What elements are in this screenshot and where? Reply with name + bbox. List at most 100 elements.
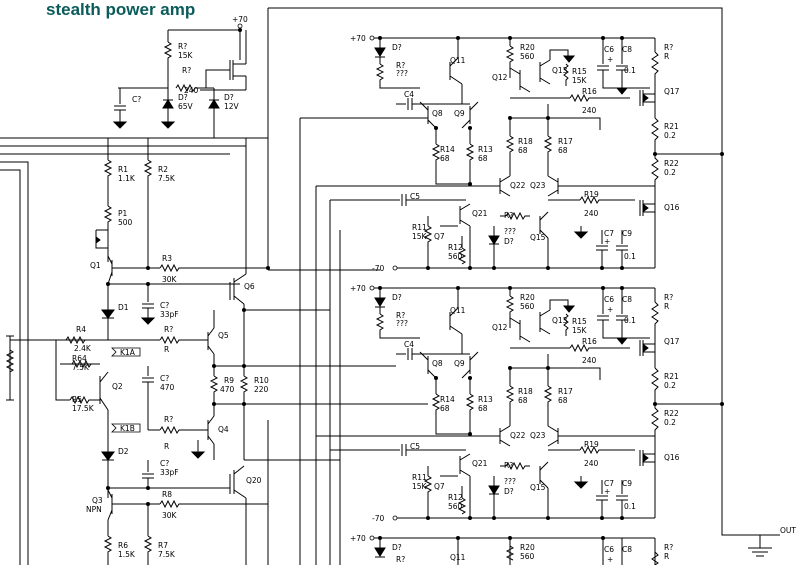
page-title: stealth power amp	[46, 0, 196, 19]
s3-q11: Q11	[450, 553, 466, 562]
driver-labels: +70 R? 15K R? 240 C? D? 65V D? 12V R1 1.…	[72, 15, 796, 559]
label-q4: Q4	[218, 425, 229, 434]
s2-r16-b: 240	[582, 356, 597, 365]
s2-r20-b: 560	[520, 302, 535, 311]
stage-1-labels: +70 -70 D? R? ??? Q11 Q12 Q13 R20 560 R1…	[350, 34, 680, 273]
s2-q23: Q23	[530, 431, 546, 440]
s2-r21-a: R21	[664, 372, 679, 381]
label-r9-b: 470	[220, 385, 235, 394]
label-rq-240-a: R?	[182, 66, 191, 75]
label-c33-a: C?	[160, 301, 169, 310]
label-cq: C?	[132, 95, 141, 104]
label-q3-b: NPN	[86, 505, 102, 514]
s1-d: D?	[392, 43, 402, 52]
s3-vp: +70	[350, 534, 366, 543]
label-d12-b: 12V	[224, 102, 240, 111]
s1-q13: Q13	[552, 66, 568, 75]
s1-q15: Q15	[530, 233, 546, 242]
s3-c8: C8	[622, 545, 632, 554]
label-r8-b: 30K	[162, 511, 178, 520]
s1-c7-plus: +	[604, 237, 610, 246]
label-rq-15k-a: R?	[178, 42, 187, 51]
label-d65-b: 65V	[178, 102, 194, 111]
s1-r17-b: 68	[558, 146, 568, 155]
s1-r19-b: 240	[584, 209, 599, 218]
s1-c8: C8	[622, 45, 632, 54]
label-vcc-top: +70	[232, 15, 248, 24]
s1-c7: C7	[604, 229, 614, 238]
label-r6-b: 1.5K	[118, 550, 136, 559]
s1-r11-b: 15K	[412, 232, 428, 241]
label-c470-b: 470	[160, 383, 175, 392]
s2-q21: Q21	[472, 459, 488, 468]
s2-q12: Q12	[492, 323, 508, 332]
label-r10-a: R10	[254, 376, 269, 385]
s1-r15-a: R15	[572, 67, 587, 76]
s1-c9-b: 0.1	[624, 252, 636, 261]
s2-rr-b: R	[664, 302, 669, 311]
s2-c4: C4	[404, 340, 414, 349]
label-r7-a: R7	[158, 541, 168, 550]
s3-r20-b: 560	[520, 552, 535, 561]
output-stage-3-partial	[369, 535, 659, 565]
label-r6-a: R6	[118, 541, 128, 550]
s2-r19-b: 240	[584, 459, 599, 468]
label-r2-a: R2	[158, 165, 168, 174]
s2-q15: Q15	[530, 483, 546, 492]
label-r4-b: 2.4K	[74, 344, 92, 353]
stage-3-labels: +70 D? R? Q11 R20 560 C6 + C8 R? R	[350, 534, 673, 564]
s3-rqq-a: R?	[396, 555, 405, 564]
s2-rq2-b: ???	[504, 477, 516, 486]
label-d1: D1	[118, 303, 129, 312]
driver-section	[0, 7, 780, 565]
label-r5-a: R5	[72, 395, 82, 404]
s2-r20-a: R20	[520, 293, 535, 302]
label-r3-b: 30K	[162, 275, 178, 284]
s1-r19-a: R19	[584, 190, 599, 199]
s1-q16: Q16	[664, 203, 680, 212]
s2-r22-a: R22	[664, 409, 679, 418]
s1-q8: Q8	[432, 109, 443, 118]
s1-rq2-b: ???	[504, 227, 516, 236]
s1-q17: Q17	[664, 87, 680, 96]
s1-d2: D?	[504, 237, 514, 246]
s2-r13-b: 68	[478, 404, 488, 413]
s2-r14-b: 68	[440, 404, 450, 413]
s1-q9: Q9	[454, 109, 465, 118]
label-d12-a: D?	[224, 93, 234, 102]
s2-r11-b: 15K	[412, 482, 428, 491]
stage-2-labels: +70 -70 D? R? ??? Q11 Q12 Q13 R20 560 R1…	[350, 284, 680, 523]
s3-d: D?	[392, 543, 402, 552]
label-r4-a: R4	[76, 325, 86, 334]
s2-c5: C5	[410, 442, 420, 451]
label-d65-a: D?	[178, 93, 188, 102]
s1-q21: Q21	[472, 209, 488, 218]
label-p1-a: P1	[118, 209, 128, 218]
s2-r13-a: R13	[478, 395, 493, 404]
s1-c4: C4	[404, 90, 414, 99]
label-k1b: K1B	[120, 424, 135, 433]
s3-rr-a: R?	[664, 543, 673, 552]
label-r5-b: 17.5K	[72, 404, 95, 413]
s1-q7: Q7	[434, 232, 445, 241]
s2-r21-b: 0.2	[664, 381, 676, 390]
label-rq-r1-a: R?	[164, 325, 173, 334]
label-r2-b: 7.5K	[158, 174, 176, 183]
s2-c9-b: 0.1	[624, 502, 636, 511]
label-rq-r2-b: R	[164, 442, 169, 451]
s1-c5: C5	[410, 192, 420, 201]
s1-rr-a: R?	[664, 43, 673, 52]
label-q5: Q5	[218, 331, 229, 340]
s2-rqq-a: R?	[396, 311, 405, 320]
s3-r20-a: R20	[520, 543, 535, 552]
s1-c8-b: 0.1	[624, 66, 636, 75]
s3-c6-plus: +	[607, 555, 613, 564]
s2-q22: Q22	[510, 431, 526, 440]
label-c33b-a: C?	[160, 459, 169, 468]
s2-c9: C9	[622, 479, 632, 488]
s2-r12-a: R12	[448, 493, 463, 502]
s1-c6-plus: +	[607, 55, 613, 64]
s2-c7-plus: +	[604, 487, 610, 496]
s1-r14-a: R14	[440, 145, 455, 154]
s1-r21-b: 0.2	[664, 131, 676, 140]
